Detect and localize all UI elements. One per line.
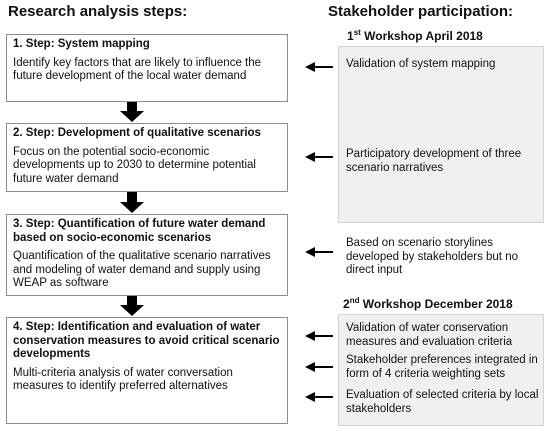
participation-1: Validation of system mapping xyxy=(346,58,496,70)
step-4-title: 4. Step: Identification and evaluation o… xyxy=(13,321,280,360)
left-arrow-icon xyxy=(305,247,333,257)
step-1-title: 1. Step: System mapping xyxy=(13,38,150,50)
research-steps-heading: Research analysis steps: xyxy=(8,3,188,20)
left-arrow-icon xyxy=(305,392,333,402)
down-arrow-icon xyxy=(120,102,144,122)
workshop-2-title: 2nd Workshop December 2018 xyxy=(343,296,513,312)
step-2-box: 2. Step: Development of qualitative scen… xyxy=(6,123,288,192)
left-arrow-icon xyxy=(305,62,333,72)
step-3-body: Quantification of the qualitative scenar… xyxy=(13,250,271,289)
down-arrow-icon xyxy=(120,192,144,213)
step-1-body: Identify key factors that are likely to … xyxy=(13,56,262,83)
left-arrow-icon xyxy=(305,362,333,372)
participation-5: Stakeholder preferences integrated in fo… xyxy=(346,354,538,380)
left-arrow-icon xyxy=(305,331,333,341)
step-4-box: 4. Step: Identification and evaluation o… xyxy=(6,317,288,424)
stakeholder-heading: Stakeholder participation: xyxy=(328,3,514,20)
participation-4: Validation of water conservation measure… xyxy=(346,322,513,348)
workshop-1-title: 1st Workshop April 2018 xyxy=(347,28,483,44)
participation-6: Evaluation of selected criteria by local… xyxy=(346,389,539,415)
workshop-1-panel xyxy=(338,46,544,223)
step-3-title: 3. Step: Quantification of future water … xyxy=(13,218,266,244)
participation-2: Participatory development of three scena… xyxy=(346,148,522,174)
step-1-box: 1. Step: System mapping Identify key fac… xyxy=(6,34,288,102)
step-2-body: Focus on the potential socio-economic de… xyxy=(13,145,256,185)
step-4-body: Multi-criteria analysis of water convers… xyxy=(13,366,233,393)
participation-3: Based on scenario storylines developed b… xyxy=(346,237,518,276)
step-3-box: 3. Step: Quantification of future water … xyxy=(6,214,288,296)
step-2-title: 2. Step: Development of qualitative scen… xyxy=(13,127,261,139)
down-arrow-icon xyxy=(120,296,144,316)
workshop-2-panel xyxy=(338,314,544,426)
left-arrow-icon xyxy=(305,152,333,162)
